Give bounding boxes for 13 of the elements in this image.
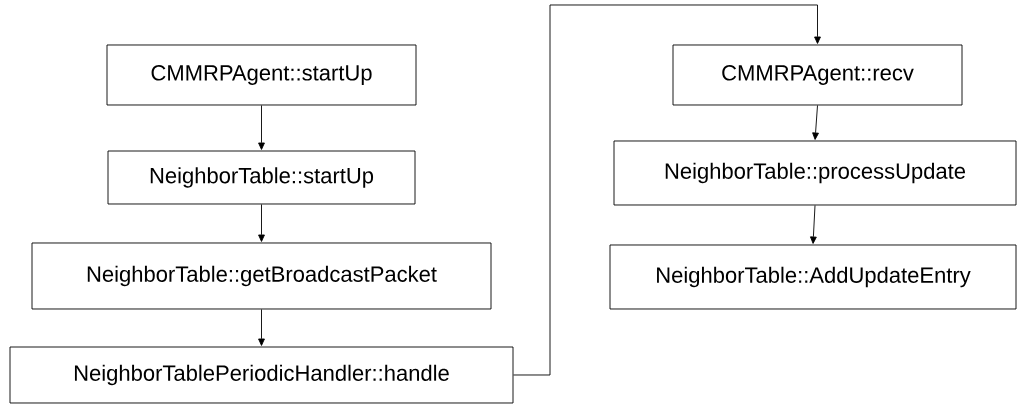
process-box: NeighborTablePeriodicHandler::handle <box>9 346 514 404</box>
arrow <box>810 205 817 244</box>
process-box: NeighborTable::getBroadcastPacket <box>31 242 492 310</box>
arrow <box>258 309 265 346</box>
process-box: NeighborTable::AddUpdateEntry <box>609 244 1017 310</box>
process-box: NeighborTable::startUp <box>107 150 416 205</box>
process-box: NeighborTable::processUpdate <box>613 140 1017 206</box>
arrow <box>258 204 265 242</box>
arrow <box>812 105 819 140</box>
arrow <box>258 105 265 150</box>
arrow <box>513 4 821 376</box>
process-box: CMMRPAgent::startUp <box>106 44 417 106</box>
process-box: CMMRPAgent::recv <box>672 44 963 106</box>
